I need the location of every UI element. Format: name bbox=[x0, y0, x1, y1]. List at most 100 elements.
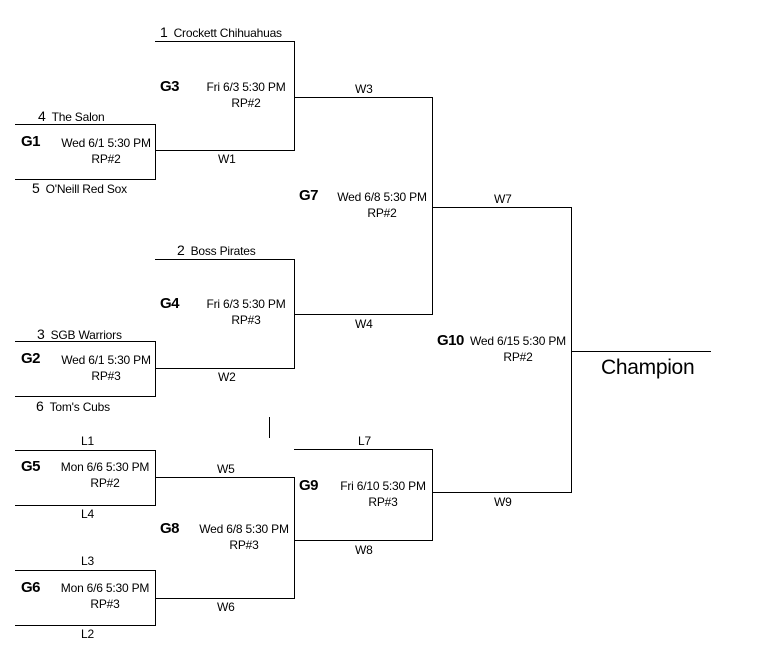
game-schedule-g3: Fri 6/3 5:30 PM RP#2 bbox=[198, 79, 294, 111]
game-id-g4: G4 bbox=[160, 295, 180, 312]
slot-label-w1: W1 bbox=[218, 152, 236, 166]
game-schedule-g5: Mon 6/6 5:30 PM RP#2 bbox=[55, 459, 155, 491]
g7-bottom-line bbox=[294, 314, 433, 315]
slot-label-l3: L3 bbox=[81, 554, 94, 568]
game-field: RP#2 bbox=[231, 96, 261, 110]
slot-label-l1: L1 bbox=[81, 434, 94, 448]
team-slot-crockett-chihuahuas: 1 Crockett Chihuahuas bbox=[160, 25, 282, 40]
team-slot-oneill-red-sox: 5 O'Neill Red Sox bbox=[32, 181, 127, 196]
game-id-g7: G7 bbox=[299, 187, 319, 204]
game-id-g9: G9 bbox=[299, 477, 319, 494]
game-field: RP#3 bbox=[368, 495, 398, 509]
game-schedule-g10: Wed 6/15 5:30 PM RP#2 bbox=[466, 333, 570, 365]
game-time: Mon 6/6 5:30 PM bbox=[60, 460, 150, 474]
slot-label-w7: W7 bbox=[494, 192, 512, 206]
slot-label-w5: W5 bbox=[217, 462, 235, 476]
g6-top-line bbox=[15, 570, 156, 571]
game-schedule-g6: Mon 6/6 5:30 PM RP#3 bbox=[55, 580, 155, 612]
g10-bottom-line bbox=[432, 492, 572, 493]
g9-top-line bbox=[294, 449, 433, 450]
g8-right-line bbox=[294, 477, 295, 599]
g10-right-line bbox=[571, 207, 572, 493]
game-schedule-g9: Fri 6/10 5:30 PM RP#3 bbox=[335, 478, 431, 510]
team-name: SGB Warriors bbox=[50, 328, 122, 342]
g4-bottom-line bbox=[155, 368, 295, 369]
game-time: Fri 6/3 5:30 PM bbox=[206, 80, 286, 94]
game-field: RP#3 bbox=[90, 597, 120, 611]
team-seed: 3 bbox=[37, 326, 45, 342]
team-name: O'Neill Red Sox bbox=[45, 182, 128, 196]
g1-right-line bbox=[155, 124, 156, 180]
slot-label-w9: W9 bbox=[494, 495, 512, 509]
team-seed: 2 bbox=[177, 242, 185, 258]
game-time: Wed 6/1 5:30 PM bbox=[61, 353, 151, 367]
game-field: RP#2 bbox=[91, 152, 121, 166]
game-id-g8: G8 bbox=[160, 520, 180, 537]
g5-bottom-line bbox=[15, 505, 156, 506]
game-schedule-g1: Wed 6/1 5:30 PM RP#2 bbox=[58, 135, 154, 167]
slot-label-w4: W4 bbox=[355, 317, 373, 331]
slot-label-w6: W6 bbox=[217, 600, 235, 614]
game-field: RP#2 bbox=[90, 476, 120, 490]
game-time: Wed 6/15 5:30 PM bbox=[470, 334, 566, 348]
g6-bottom-line bbox=[15, 625, 156, 626]
slot-label-w3: W3 bbox=[355, 82, 373, 96]
slot-label-w8: W8 bbox=[355, 543, 373, 557]
game-schedule-g2: Wed 6/1 5:30 PM RP#3 bbox=[58, 352, 154, 384]
game-schedule-g4: Fri 6/3 5:30 PM RP#3 bbox=[198, 296, 294, 328]
g10-top-line bbox=[432, 207, 572, 208]
g3-bottom-line bbox=[155, 150, 295, 151]
g7-right-line bbox=[432, 97, 433, 315]
game-field: RP#3 bbox=[91, 369, 121, 383]
game-time: Wed 6/8 5:30 PM bbox=[199, 522, 289, 536]
g2-bottom-line bbox=[15, 396, 156, 397]
team-seed: 4 bbox=[38, 108, 46, 124]
g7-top-line bbox=[294, 97, 433, 98]
game-id-g10: G10 bbox=[437, 332, 464, 349]
g9-bottom-line bbox=[294, 540, 433, 541]
g5-right-line bbox=[155, 450, 156, 506]
team-seed: 5 bbox=[32, 180, 40, 196]
team-slot-sgb-warriors: 3 SGB Warriors bbox=[37, 327, 122, 342]
champion-label: Champion bbox=[601, 356, 695, 379]
g4-top-line bbox=[155, 259, 295, 260]
game-schedule-g8: Wed 6/8 5:30 PM RP#3 bbox=[195, 521, 293, 553]
team-slot-the-salon: 4 The Salon bbox=[38, 109, 105, 124]
game-id-g3: G3 bbox=[160, 78, 180, 95]
team-name: Crockett Chihuahuas bbox=[173, 26, 282, 40]
game-time: Mon 6/6 5:30 PM bbox=[60, 581, 150, 595]
g9-right-line bbox=[432, 449, 433, 541]
game-field: RP#3 bbox=[231, 313, 261, 327]
game-time: Wed 6/8 5:30 PM bbox=[337, 190, 427, 204]
team-slot-boss-pirates: 2 Boss Pirates bbox=[177, 243, 256, 258]
slot-label-l7: L7 bbox=[358, 434, 371, 448]
game-time: Fri 6/10 5:30 PM bbox=[340, 479, 426, 493]
g1-bottom-line bbox=[15, 179, 156, 180]
game-schedule-g7: Wed 6/8 5:30 PM RP#2 bbox=[333, 189, 431, 221]
team-name: The Salon bbox=[51, 110, 105, 124]
team-seed: 6 bbox=[36, 398, 44, 414]
g2-top-line bbox=[15, 341, 156, 342]
stray-tick-mark bbox=[269, 417, 270, 438]
g3-right-line bbox=[294, 41, 295, 151]
g8-top-line bbox=[155, 477, 295, 478]
g3-top-line bbox=[155, 41, 295, 42]
slot-label-l4: L4 bbox=[81, 507, 94, 521]
game-id-g6: G6 bbox=[21, 579, 41, 596]
slot-label-w2: W2 bbox=[218, 370, 236, 384]
game-field: RP#3 bbox=[229, 538, 259, 552]
g1-top-line bbox=[15, 124, 156, 125]
game-id-g2: G2 bbox=[21, 350, 41, 367]
game-time: Fri 6/3 5:30 PM bbox=[206, 297, 286, 311]
champion-line bbox=[571, 351, 711, 352]
game-time: Wed 6/1 5:30 PM bbox=[61, 136, 151, 150]
slot-label-l2: L2 bbox=[81, 627, 94, 641]
team-name: Boss Pirates bbox=[190, 244, 256, 258]
team-seed: 1 bbox=[160, 24, 168, 40]
game-field: RP#2 bbox=[367, 206, 397, 220]
g8-bottom-line bbox=[155, 598, 295, 599]
g5-top-line bbox=[15, 450, 156, 451]
g2-right-line bbox=[155, 341, 156, 397]
